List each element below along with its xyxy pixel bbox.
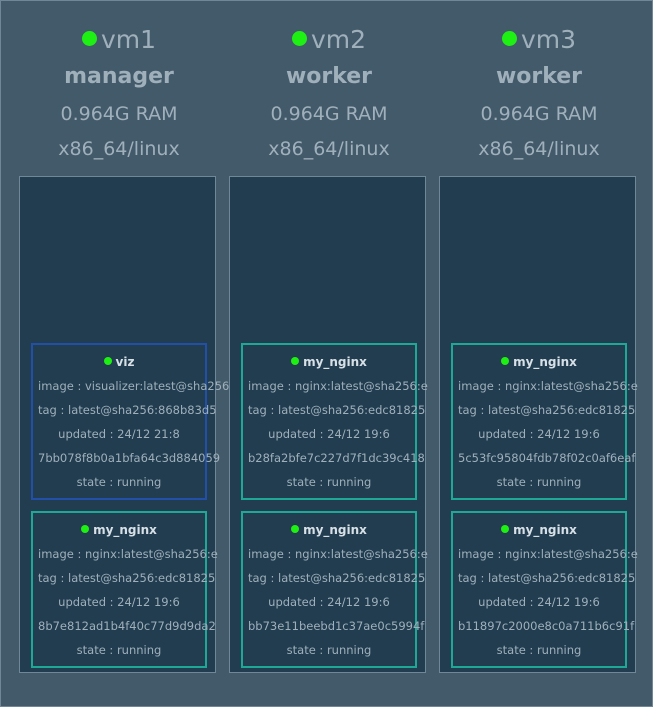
task-card[interactable]: my_nginx image : nginx:latest@sha256:e t… <box>451 511 638 668</box>
status-dot-icon <box>291 357 300 365</box>
status-dot-icon <box>81 31 97 46</box>
task-updated: updated : 24/12 19:6 <box>478 595 600 609</box>
task-image: image : nginx:latest@sha256:e <box>458 547 638 561</box>
task-tag: tag : latest@sha256:edc81825 <box>458 403 636 417</box>
task-tag: tag : latest@sha256:edc81825 <box>458 571 636 585</box>
node-name-text: vm1 <box>100 25 157 54</box>
node-role: worker <box>285 64 373 89</box>
task-title: my_nginx <box>453 354 625 370</box>
task-name: my_nginx <box>303 355 367 369</box>
task-tag: tag : latest@sha256:edc81825 <box>248 571 426 585</box>
node-name-text: vm2 <box>310 25 367 54</box>
task-state: state : running <box>496 475 582 489</box>
node-role: worker <box>495 64 583 89</box>
task-title: my_nginx <box>453 522 625 538</box>
status-dot-icon <box>501 31 517 46</box>
task-card[interactable]: viz image : visualizer:latest@sha256 tag… <box>31 343 229 500</box>
status-dot-icon <box>103 357 112 365</box>
status-dot-icon <box>291 525 300 533</box>
node-name-text: vm3 <box>520 25 577 54</box>
task-state: state : running <box>76 643 162 657</box>
node-ram: 0.964G RAM <box>60 103 178 125</box>
task-state: state : running <box>76 475 162 489</box>
task-image: image : nginx:latest@sha256:e <box>248 379 428 393</box>
node-arch: x86_64/linux <box>58 138 180 160</box>
task-title: viz <box>33 354 205 370</box>
task-name: my_nginx <box>303 523 367 537</box>
task-title: my_nginx <box>243 354 415 370</box>
task-title: my_nginx <box>33 522 205 538</box>
task-id: 8b7e812ad1b4f40c77d9d9da2 <box>38 619 216 633</box>
node-ram: 0.964G RAM <box>480 103 598 125</box>
task-name: my_nginx <box>513 355 577 369</box>
task-state: state : running <box>496 643 582 657</box>
node-ram: 0.964G RAM <box>270 103 388 125</box>
status-dot-icon <box>501 525 510 533</box>
node-container: viz image : visualizer:latest@sha256 tag… <box>19 176 229 673</box>
task-image: image : nginx:latest@sha256:e <box>38 547 218 561</box>
status-dot-icon <box>291 31 307 46</box>
task-state: state : running <box>286 475 372 489</box>
task-updated: updated : 24/12 19:6 <box>268 427 390 441</box>
task-id: 7bb078f8b0a1bfa64c3d884059 <box>38 451 221 465</box>
task-tag: tag : latest@sha256:edc81825 <box>248 403 426 417</box>
node-arch: x86_64/linux <box>268 138 390 160</box>
node-container: my_nginx image : nginx:latest@sha256:e t… <box>229 176 428 673</box>
task-image: image : visualizer:latest@sha256 <box>38 379 230 393</box>
task-card[interactable]: my_nginx image : nginx:latest@sha256:e t… <box>241 511 428 668</box>
task-title: my_nginx <box>243 522 415 538</box>
task-name: my_nginx <box>513 523 577 537</box>
status-dot-icon <box>81 525 90 533</box>
task-updated: updated : 24/12 19:6 <box>268 595 390 609</box>
task-card[interactable]: my_nginx image : nginx:latest@sha256:e t… <box>451 343 638 500</box>
task-id: b11897c2000e8c0a711b6c91f <box>458 619 635 633</box>
task-updated: updated : 24/12 21:8 <box>58 427 180 441</box>
task-state: state : running <box>286 643 372 657</box>
node-name: vm2 <box>229 25 429 55</box>
task-card[interactable]: my_nginx image : nginx:latest@sha256:e t… <box>241 343 428 500</box>
task-tag: tag : latest@sha256:868b83d5 <box>38 403 217 417</box>
task-name: my_nginx <box>93 523 157 537</box>
node-container: my_nginx image : nginx:latest@sha256:e t… <box>439 176 638 673</box>
node-name: vm1 <box>19 25 219 55</box>
node-name: vm3 <box>439 25 639 55</box>
status-dot-icon <box>501 357 510 365</box>
task-id: bb73e11beebd1c37ae0c5994f <box>248 619 425 633</box>
node-arch: x86_64/linux <box>478 138 600 160</box>
task-image: image : nginx:latest@sha256:e <box>248 547 428 561</box>
task-name: viz <box>115 355 135 369</box>
task-id: 5c53fc95804fdb78f02c0af6eaf <box>458 451 636 465</box>
task-updated: updated : 24/12 19:6 <box>478 427 600 441</box>
node-role: manager <box>64 64 174 89</box>
task-updated: updated : 24/12 19:6 <box>58 595 180 609</box>
task-tag: tag : latest@sha256:edc81825 <box>38 571 216 585</box>
task-image: image : nginx:latest@sha256:e <box>458 379 638 393</box>
task-card[interactable]: my_nginx image : nginx:latest@sha256:e t… <box>31 511 218 668</box>
task-id: b28fa2bfe7c227d7f1dc39c418 <box>248 451 425 465</box>
